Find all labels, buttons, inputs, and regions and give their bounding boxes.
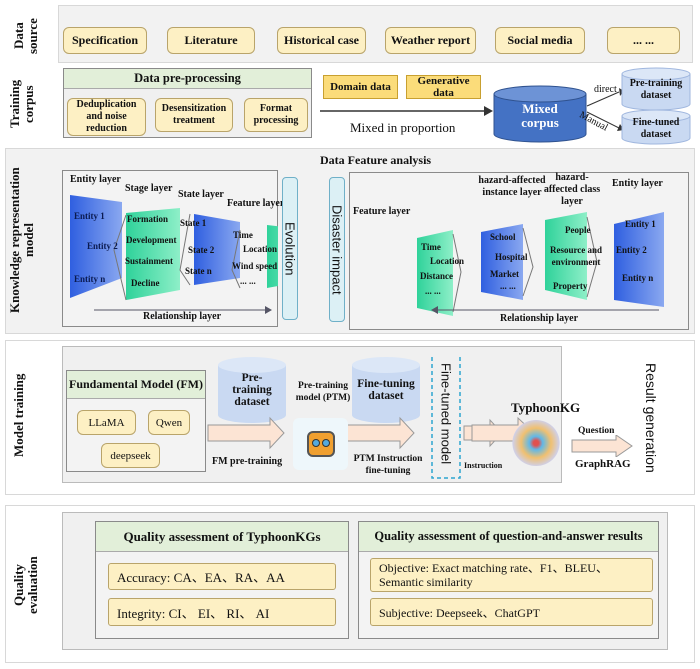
pretrain-dataset-label: Pre-training dataset [629,78,683,101]
ptm-label: Pre-training model (PTM) [295,381,351,403]
instance-layer: hazard-affected instance layer [478,175,546,198]
source-social-media: Social media [495,27,585,54]
source-weather-report: Weather report [385,27,476,54]
finetuned-dataset-label: Fine-tuned dataset [632,117,680,140]
fm-pretraining-label: FM pre-training [212,456,283,467]
label-knowledge: Knowledge representation model [7,167,36,313]
instance-school: School [490,232,516,242]
instance-hospital: Hospital [495,252,528,262]
feature-time: Time [233,230,253,240]
mixed-corpus-label: Mixed corpus [521,101,559,130]
finetune-dataset-label: Fine-tuning dataset [357,378,415,402]
left-layer-shapes [70,195,278,314]
data-source-section [58,5,693,63]
pretrain-dataset-cylinder [621,67,691,145]
state-2: State 2 [188,245,215,255]
stage-sustainment: Sustainment [125,256,174,266]
source-specification: Specification [63,27,147,54]
qa-objective: Objective: Exact matching rate、F1、BLEU、S… [370,558,653,592]
left-entity-n: Entity n [74,274,106,284]
left-entity-1: Entity 1 [74,211,105,221]
typhoonkg-graph-icon [512,420,560,466]
qa-quality-title: Quality assessment of question-and-answe… [359,522,658,552]
result-generation: Result generation [643,363,659,473]
kg-quality-title: Quality assessment of TyphoonKGs [96,522,348,552]
generative-data: Generative data [406,75,481,99]
typhoonkg-title: TyphoonKG [511,400,581,415]
right-feature-layer: Feature layer [353,206,411,217]
class-people: People [565,225,591,235]
label-training-corpus: Training corpus [7,79,36,129]
class-layer: hazard-affected class layer [543,172,601,207]
fm-title: Fundamental Model (FM) [67,371,205,399]
label-quality: Quality evaluation [11,556,40,614]
model-qwen: Qwen [148,410,190,435]
qa-subjective: Subjective: Deepseek、ChatGPT [370,598,653,626]
stage-development: Development [126,235,177,245]
mixed-corpus-cylinder [493,85,587,143]
right-entity-1: Entity 1 [625,219,656,229]
instruction-label: Instruction [464,461,503,470]
right-relationship-layer: Relationship layer [500,313,579,324]
kg-accuracy: Accuracy: CA、EA、RA、AA [108,563,336,590]
right-layer-shapes [417,212,664,316]
source-more: ... ... [607,27,680,54]
right-feature-more: ... ... [425,286,441,296]
left-feature-layer: Feature layer [227,198,285,209]
right-feature-time: Time [421,242,441,252]
training-shapes [207,355,503,479]
right-entity-2: Entity 2 [616,245,647,255]
feature-more: ... ... [240,276,256,286]
state-layer: State layer [178,189,224,200]
right-entity-n: Entity n [622,273,654,283]
state-1: State 1 [180,218,207,228]
step-dedup: Deduplication and noise reduction [67,98,146,136]
left-relationship-layer: Relationship layer [143,311,222,322]
label-data-source: Data source [11,18,40,54]
preprocessing-title: Data pre-processing [64,69,311,89]
model-llama: LLaMA [77,410,136,435]
evolution-bar: Evolution [282,177,298,320]
mix-arrow [320,106,493,116]
feature-wind-speed: Wind speed [232,261,278,271]
question-arrow [571,435,633,457]
stage-decline: Decline [131,278,160,288]
right-entity-layer: Entity layer [612,178,663,189]
step-desensitization: Desensitization treatment [155,98,233,132]
right-feature-location: Location [430,256,465,266]
state-n: State n [185,266,212,276]
graphrag-label: GraphRAG [575,458,631,470]
step-format: Format processing [244,98,308,132]
kg-integrity: Integrity: CI、 EI、 RI、 AI [108,598,336,626]
class-property: Property [553,281,588,291]
label-model-training: Model training [11,373,26,457]
left-entity-layer: Entity layer [70,174,121,185]
model-deepseek: deepseek [101,443,160,468]
source-literature: Literature [167,27,255,54]
source-historical-case: Historical case [277,27,366,54]
instance-more: ... ... [500,281,516,291]
mixed-in-proportion: Mixed in proportion [350,120,456,135]
direct-label: direct [594,84,617,95]
ptm-instruction-label: PTM Instruction fine-tuning [353,454,423,476]
left-entity-2: Entity 2 [87,241,118,251]
right-feature-distance: Distance [420,271,453,281]
question-label-visible: Question [578,426,615,436]
stage-formation: Formation [127,214,168,224]
disaster-impact-bar: Disaster impact [329,177,345,322]
robot-icon [293,418,348,470]
instance-market: Market [490,269,519,279]
pretrain-dataset-label-2: Pre-training dataset [232,372,272,408]
domain-data: Domain data [323,75,398,99]
stage-layer: Stage layer [125,183,173,194]
class-resource: Resource and environment [549,245,603,267]
data-feature-analysis-title: Data Feature analysis [320,153,432,167]
feature-location: Location [243,244,278,254]
finetuned-model: Fine-tuned model [438,363,454,465]
